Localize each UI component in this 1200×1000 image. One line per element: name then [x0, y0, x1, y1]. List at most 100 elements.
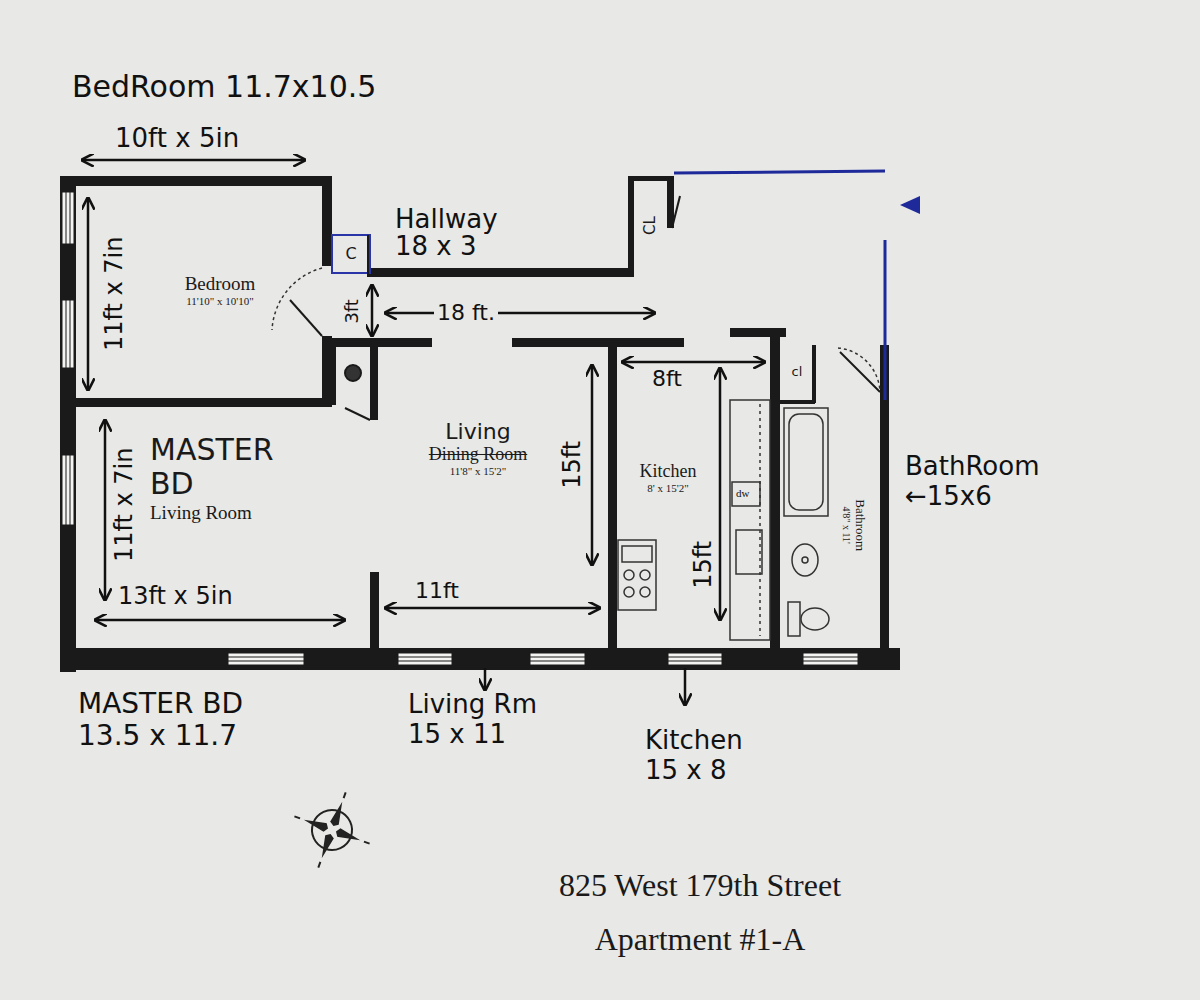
address-caption: 825 West 179th Street Apartment #1-A: [490, 858, 910, 967]
room-name: Living Room: [150, 502, 326, 524]
blue-marking: [884, 240, 887, 400]
walls: [628, 176, 674, 181]
bathtub-symbol: [789, 414, 823, 510]
room-name: 11'10" x 10'10": [135, 295, 305, 308]
stove-symbol: [640, 570, 650, 580]
room-name: 4'8" x 11': [841, 460, 853, 590]
dimension-label: 11ft x 7in: [100, 237, 128, 352]
door-swing: [272, 268, 322, 330]
room-area: LivingDining Room11'8" x 15'2": [403, 419, 553, 478]
room-name: 8' x 15'2": [627, 482, 709, 495]
dimension-arrow: [371, 285, 374, 336]
walls: [370, 347, 378, 420]
door-leaf: [290, 300, 880, 392]
compass-rose: [281, 779, 384, 882]
dimension-label: 15ft: [690, 541, 718, 589]
walls: [60, 648, 900, 670]
compass-rose: [294, 816, 300, 818]
stove-symbol: [640, 587, 650, 597]
dimension-arrow: [104, 420, 107, 600]
window: [668, 653, 722, 665]
kitchen-counter: [732, 482, 760, 506]
dimension-arrow: [719, 368, 722, 620]
window-pane: [70, 300, 71, 368]
dimension-label: BedRoom 11.7x10.5: [72, 70, 376, 105]
sink-symbol: [792, 544, 818, 576]
compass-rose: [344, 792, 346, 798]
dimension-label: Kitchen 15 x 8: [645, 726, 775, 786]
walls: [60, 176, 76, 672]
dimension-label: 11ft x 7in: [110, 448, 138, 563]
dimension-label: 13ft x 5in: [118, 583, 233, 611]
walls: [780, 400, 815, 404]
window: [62, 192, 74, 244]
dimension-label: 8ft: [652, 366, 682, 391]
dimension-label: Living Rm 15 x 11: [408, 690, 558, 750]
bathtub-symbol: [784, 408, 828, 516]
sink-symbol: [792, 544, 818, 576]
blue-marking: [674, 171, 885, 173]
dimension-arrow: [684, 668, 687, 705]
room-name: Bedroom: [135, 273, 305, 295]
stove-symbol: [618, 540, 656, 610]
heater-symbol: [345, 365, 361, 381]
dimension-arrow: [385, 312, 655, 315]
window-pane: [530, 657, 585, 658]
room-name: MASTER BD: [150, 433, 326, 502]
window: [530, 653, 585, 665]
compass-rose: [294, 792, 371, 869]
window-pane: [66, 192, 858, 661]
room-area: C: [336, 245, 366, 263]
walls: [60, 398, 332, 407]
walls: [368, 268, 634, 277]
window-pane: [668, 657, 722, 658]
window: [803, 653, 858, 665]
window: [62, 455, 74, 525]
dimension-label: dw: [736, 487, 749, 500]
room-area: Bathroom4'8" x 11': [841, 460, 867, 590]
walls: [370, 572, 379, 656]
kitchen-counter: [730, 400, 770, 640]
door-swing: [838, 348, 880, 392]
dimension-arrow: [622, 361, 765, 364]
dimension-label: 3ft: [342, 299, 363, 324]
window-pane: [668, 661, 722, 662]
compass-rose: [308, 806, 356, 854]
window: [228, 653, 304, 665]
dimension-label: 18 ft.: [434, 300, 498, 325]
window-pane: [398, 661, 452, 662]
walls: [628, 176, 634, 276]
compass-rose: [318, 862, 320, 868]
dimension-label: BathRoom ←15x6: [905, 452, 1075, 512]
toilet-symbol: [801, 608, 829, 630]
room-name: Dining Room: [403, 444, 553, 465]
window-pane: [228, 657, 304, 658]
window-pane: [70, 192, 71, 244]
dimension-arrow: [95, 619, 345, 622]
window: [62, 192, 858, 665]
compass-rose: [306, 804, 357, 855]
window-pane: [70, 455, 71, 525]
room-area: cl: [784, 365, 810, 380]
window: [398, 653, 452, 665]
walls: [322, 336, 332, 406]
room-name: 11'8" x 15'2": [403, 465, 553, 478]
room-name: cl: [784, 365, 810, 380]
room-area: CL: [642, 196, 659, 256]
dimension-arrow: [385, 607, 600, 610]
walls: [60, 176, 900, 672]
dimension-arrow: [82, 159, 305, 162]
dimension-arrow: [82, 160, 765, 705]
window: [62, 300, 74, 368]
toilet-symbol: [788, 602, 800, 636]
window-pane: [803, 661, 858, 662]
kitchen-counter: [759, 404, 761, 636]
closet-door: [345, 408, 370, 420]
window-pane: [228, 661, 304, 662]
window-pane: [66, 192, 67, 244]
room-name: C: [336, 245, 366, 263]
walls: [608, 346, 617, 656]
toilet-symbol: [788, 602, 829, 636]
walls: [60, 176, 332, 186]
